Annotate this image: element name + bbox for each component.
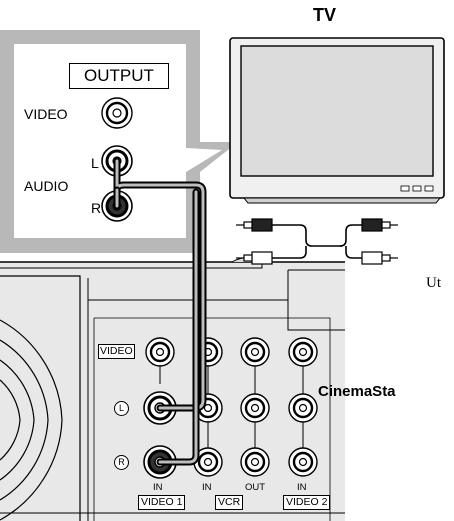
rear-video-tag: VIDEO: [98, 344, 135, 359]
jack-label-video1-in: IN: [153, 482, 163, 493]
video-label: VIDEO: [24, 106, 68, 122]
jack-vcr-out-r: [240, 447, 270, 477]
jack-label-video2-in: IN: [297, 482, 307, 493]
group-label-video1: VIDEO 1: [138, 495, 186, 510]
tv-title: TV: [313, 5, 337, 25]
tv-output-jacks: [101, 97, 133, 222]
side-text-partial-1: Ut: [426, 275, 441, 291]
side-text-partial-2: CinemaSta: [318, 383, 396, 400]
group-label-vcr: VCR: [215, 495, 244, 510]
jack-vcr-out-l: [240, 393, 270, 423]
receiver-rear-panel: [0, 256, 345, 521]
jack-label-vcr-in: IN: [202, 482, 212, 493]
group-label-video2: VIDEO 2: [283, 495, 331, 510]
jack-vcr-in-r: [193, 447, 223, 477]
audio-label: AUDIO: [24, 178, 69, 194]
rear-right-marker: R: [114, 455, 129, 470]
output-label: OUTPUT: [69, 63, 169, 89]
jack-video2-l: [288, 393, 318, 423]
jack-video2-video: [288, 337, 318, 367]
audio-right-label: R: [91, 200, 102, 216]
audio-cable: [113, 157, 207, 466]
rear-left-marker: L: [114, 401, 129, 416]
rca-cable-icon: [236, 218, 398, 265]
jack-vcr-out-video: [240, 337, 270, 367]
tv-illustration: [229, 37, 445, 204]
tv-video-jack: [101, 97, 133, 129]
jack-video1-video: [145, 337, 175, 367]
audio-left-label: L: [91, 155, 99, 171]
jack-video2-r: [288, 447, 318, 477]
jack-label-vcr-out: OUT: [245, 482, 266, 493]
fan-grille: [0, 319, 63, 521]
